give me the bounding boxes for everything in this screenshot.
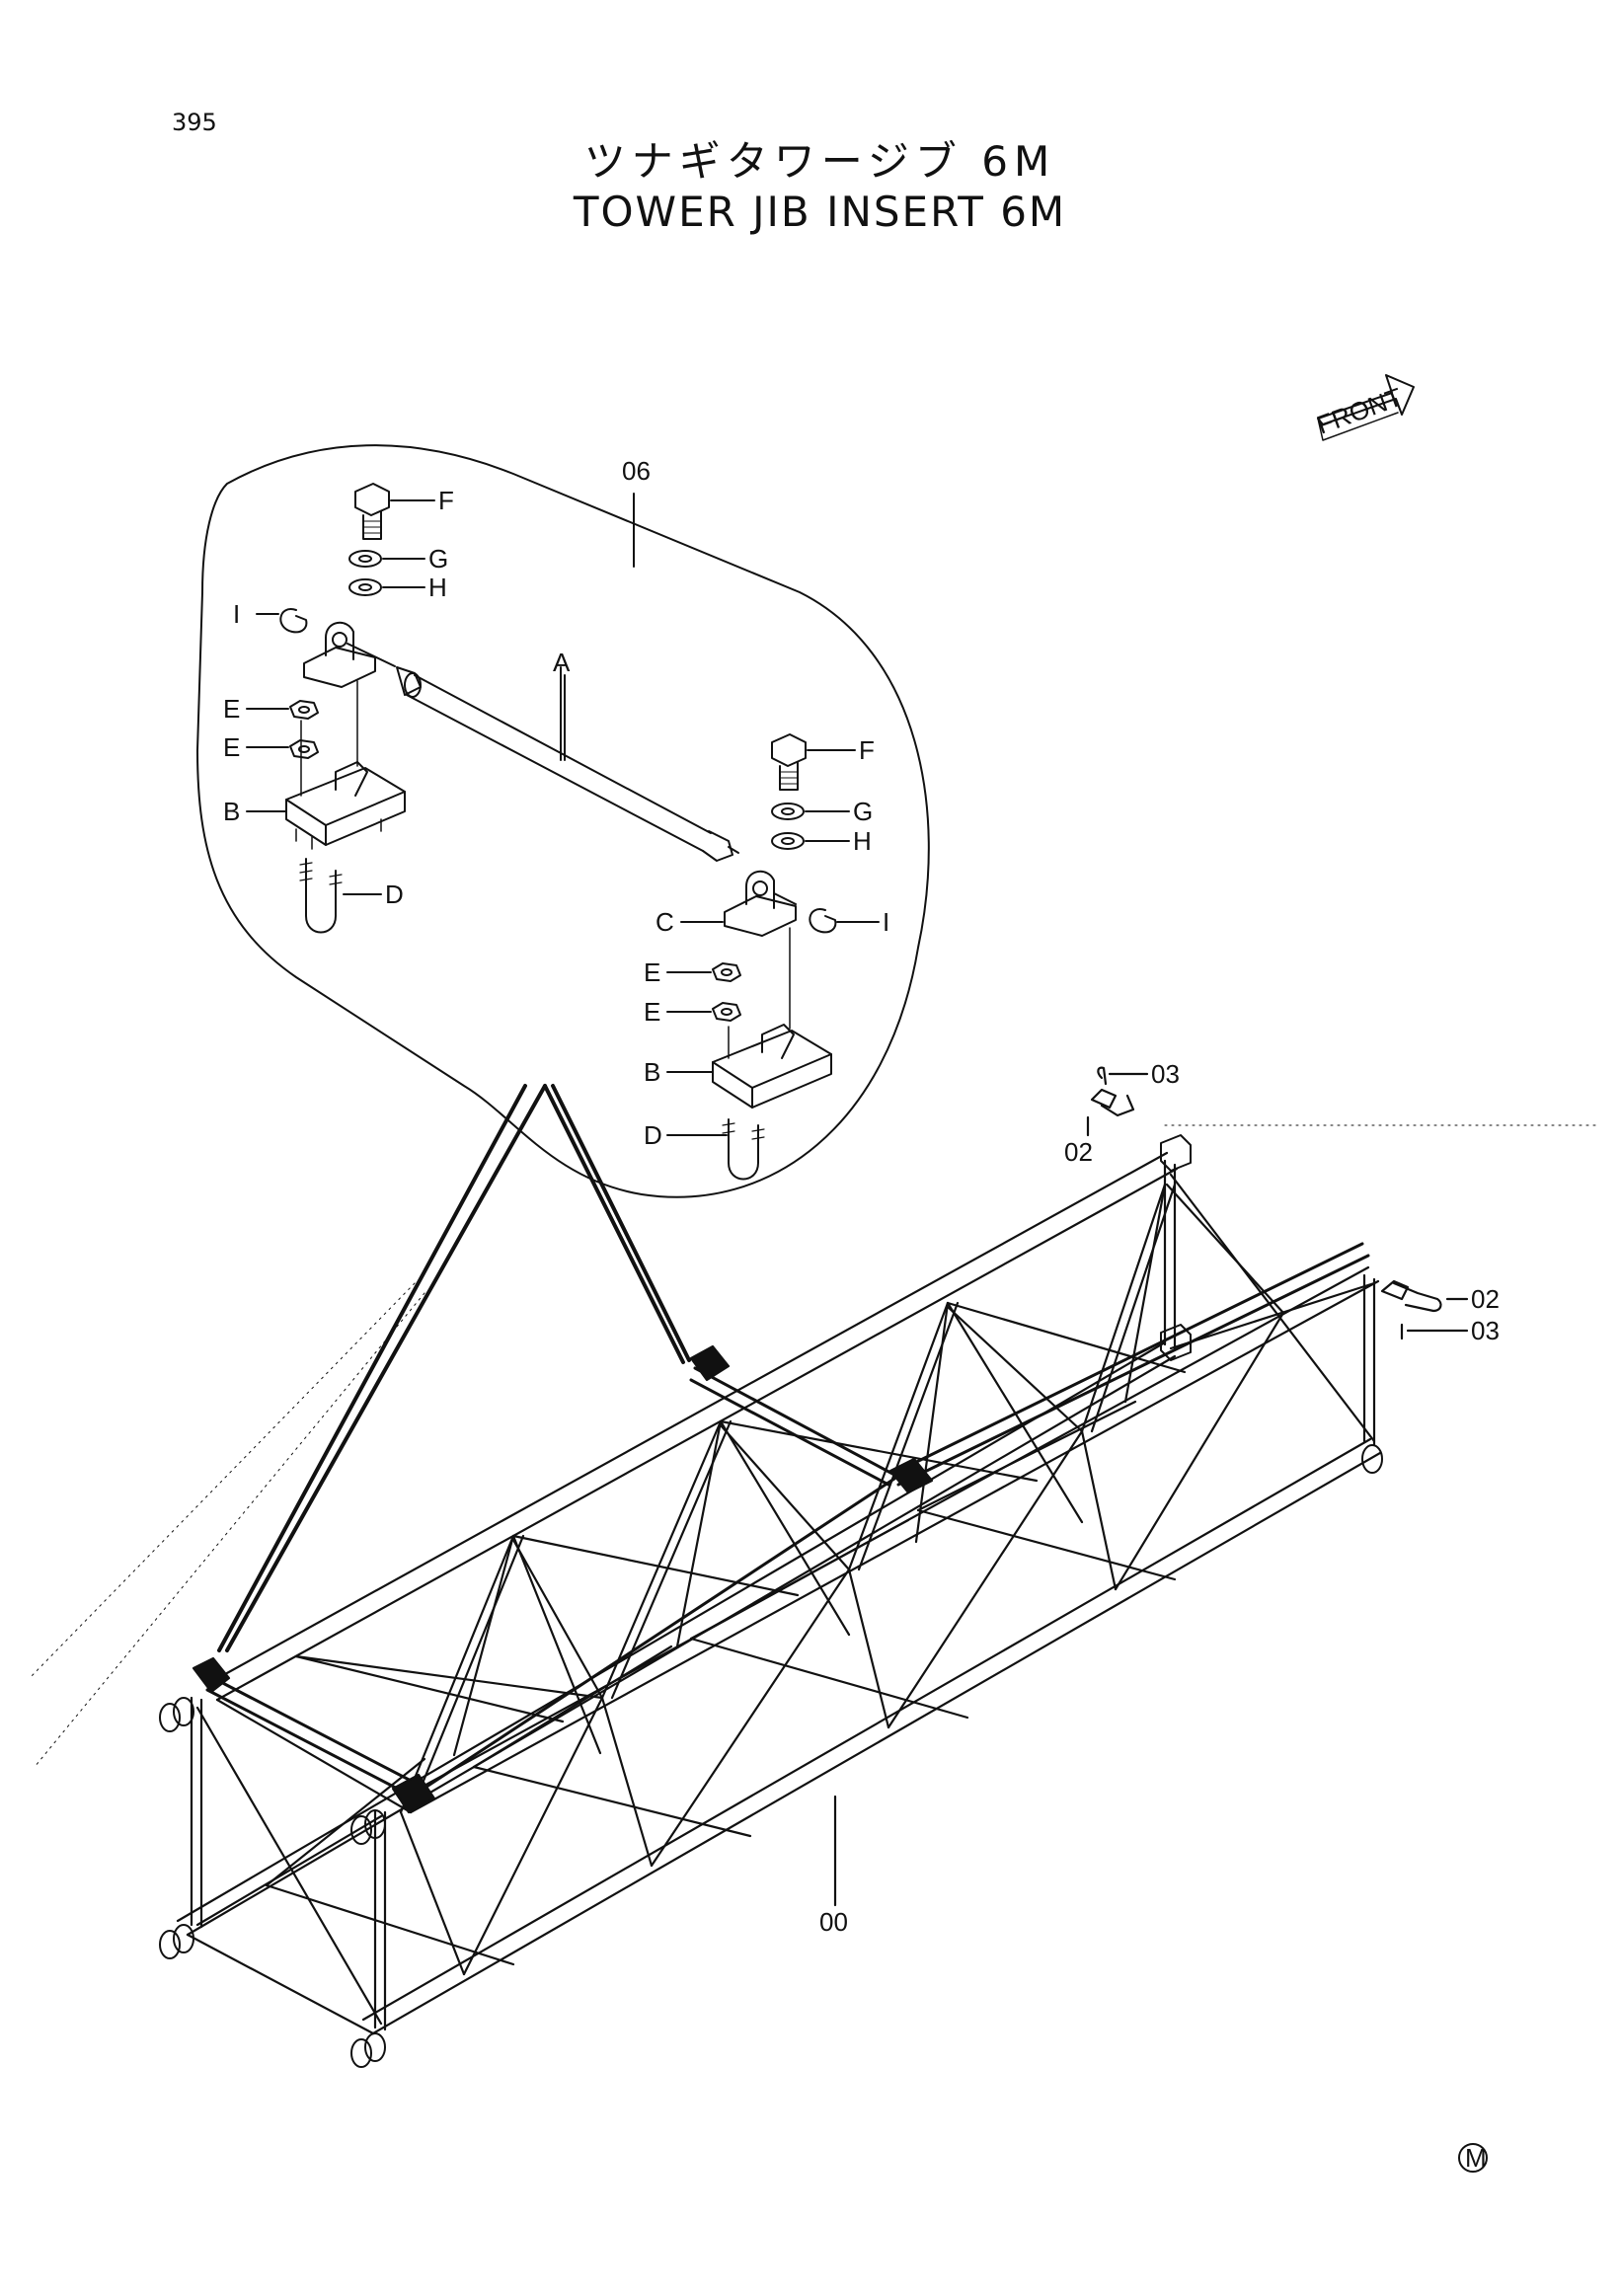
detail-pointer-left [217, 1084, 547, 1652]
pin-bracket-icon [680, 871, 797, 937]
hex-nut-icon [666, 1002, 741, 1022]
callout-e-upper-1: E [223, 694, 240, 724]
callout-e-upper-2: E [223, 732, 240, 762]
callout-h-lower: H [853, 826, 872, 856]
callout-f-lower: F [859, 735, 875, 765]
callout-e-lower-2: E [644, 997, 660, 1027]
callout-a: A [553, 648, 571, 677]
shaft-icon [396, 666, 739, 862]
bolt-icon [354, 483, 435, 540]
corner-mark-icon [1458, 2143, 1488, 2173]
lattice-jib-section [159, 1066, 1469, 2068]
base-plate-icon [666, 927, 832, 1109]
page-title-japanese: ツナギタワージブ 6M [583, 137, 1056, 186]
hex-nut-icon [246, 700, 319, 720]
callout-b-upper: B [223, 797, 240, 826]
callout-00: 00 [819, 1907, 848, 1937]
callout-g-upper: G [428, 544, 448, 574]
detail-pointer-right [543, 1084, 691, 1364]
callout-h-upper: H [428, 573, 447, 602]
callout-02-top: 02 [1064, 1137, 1093, 1167]
callout-d-lower: D [644, 1120, 662, 1150]
page-title-english: TOWER JIB INSERT 6M [573, 188, 1067, 236]
pin-bracket-icon [303, 622, 396, 688]
callout-i-lower: I [883, 907, 889, 937]
reference-lines [29, 1124, 1600, 1768]
retaining-clip-icon [256, 608, 308, 634]
hex-nut-icon [246, 739, 319, 759]
u-bolt-icon [299, 858, 382, 934]
u-bolt-icon [666, 1118, 765, 1181]
callout-02-right: 02 [1471, 1284, 1500, 1314]
callout-i-upper: I [233, 599, 240, 629]
hex-nut-icon [666, 962, 741, 982]
lock-washer-icon [348, 550, 425, 568]
front-label: FRONT [1313, 382, 1407, 440]
detail-bubble-outline [196, 444, 930, 1198]
callout-e-lower-1: E [644, 957, 660, 987]
callout-c-lower: C [656, 907, 674, 937]
lock-washer-icon [771, 803, 850, 820]
corner-mark-label: M [1465, 2143, 1487, 2173]
callout-03-top: 03 [1151, 1059, 1180, 1089]
retaining-clip-icon [809, 908, 880, 934]
base-plate-icon [246, 680, 406, 850]
callout-d-upper: D [385, 880, 404, 909]
callout-f-upper: F [438, 486, 454, 515]
callout-03-right: 03 [1471, 1316, 1500, 1345]
bolt-icon [771, 733, 856, 791]
washer-icon [348, 578, 425, 596]
callout-b-lower: B [644, 1057, 660, 1087]
callout-g-lower: G [853, 797, 873, 826]
front-arrow-icon [1317, 374, 1415, 441]
page-number: 395 [172, 109, 217, 136]
callout-06: 06 [622, 456, 651, 486]
washer-icon [771, 832, 850, 850]
